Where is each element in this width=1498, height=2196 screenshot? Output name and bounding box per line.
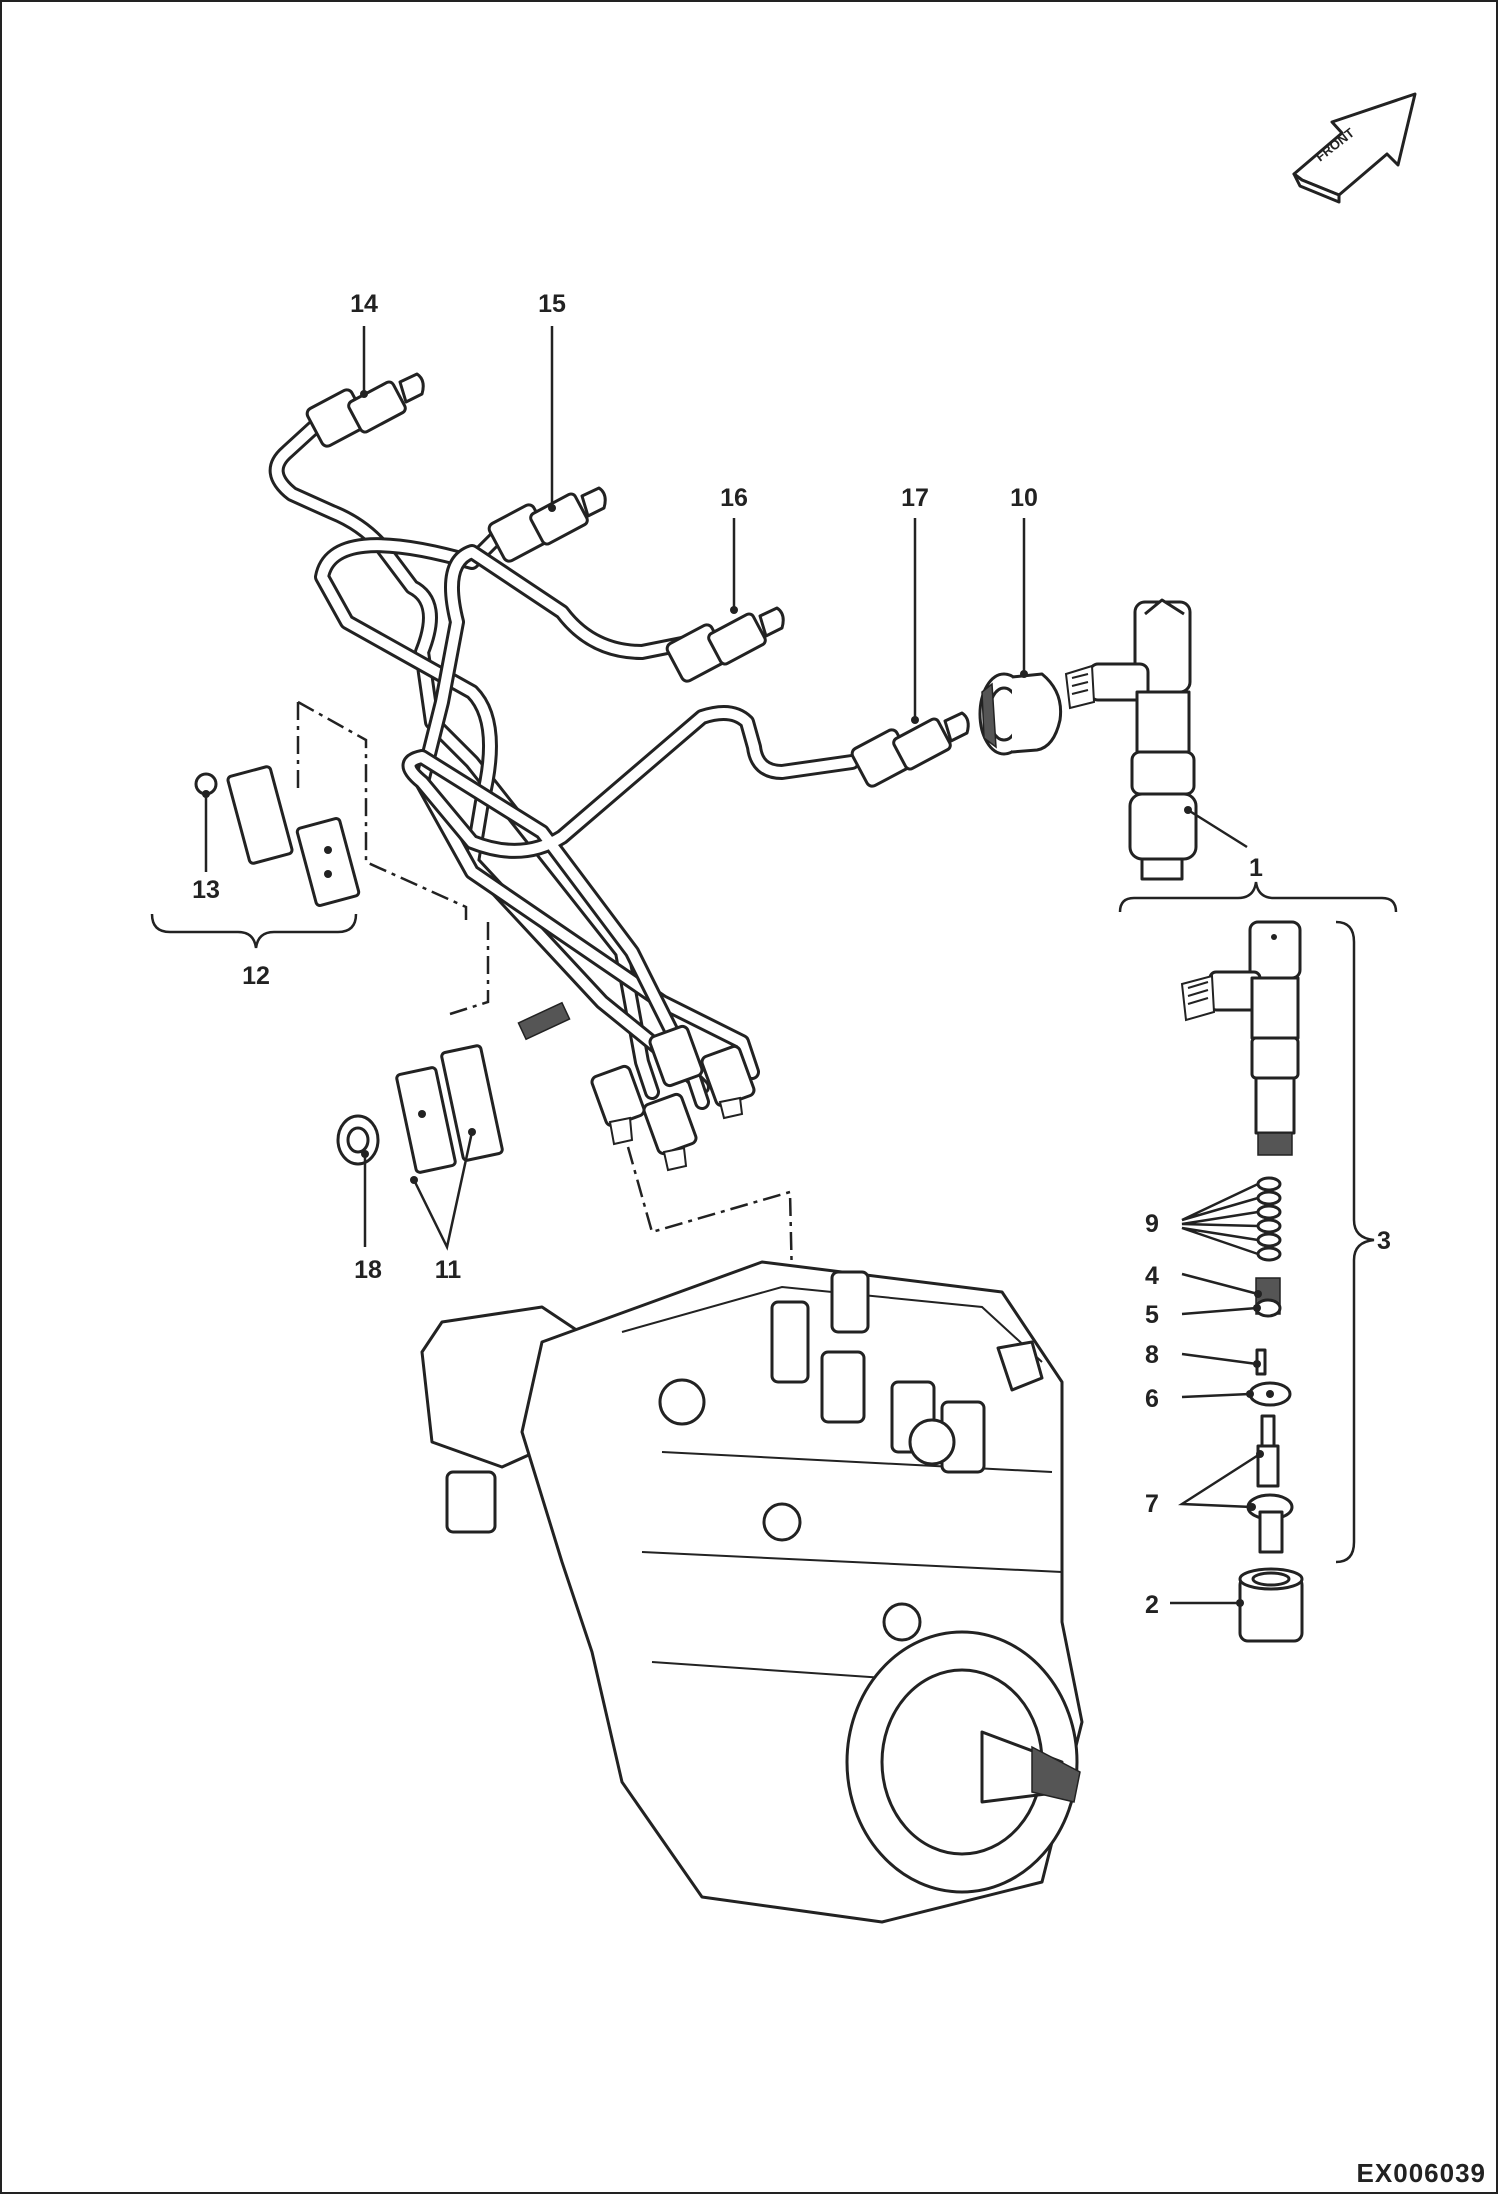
distance-piece-6 [1248, 1381, 1292, 1407]
injection-pump [420, 1260, 1084, 1924]
clamp-assembly-12 [194, 765, 361, 907]
pipe-nut-16 [665, 606, 785, 683]
nozzle-seal-10 [978, 672, 1063, 756]
injection-pipes [268, 372, 970, 1172]
callout-6: 6 [1145, 1385, 1159, 1413]
callout-17: 17 [901, 484, 929, 512]
callout-2: 2 [1145, 1591, 1159, 1619]
assembly-guide-lines [296, 700, 794, 1283]
pipe-nut-17 [850, 711, 970, 788]
callout-13: 13 [192, 876, 220, 904]
drawing-id: EX006039 [1357, 2158, 1486, 2188]
callout-10: 10 [1010, 484, 1038, 512]
injector-nozzle-1 [1064, 598, 1198, 881]
braces [150, 881, 1398, 1564]
pipe-nut-14 [305, 372, 425, 448]
leader-lines [202, 326, 1264, 1607]
front-direction-arrow-icon: FRONT [1292, 92, 1417, 204]
shims-9 [1256, 1176, 1282, 1262]
callout-9: 9 [1145, 1210, 1159, 1238]
callout-1: 1 [1249, 854, 1263, 882]
callout-5: 5 [1145, 1301, 1159, 1329]
callout-8: 8 [1145, 1341, 1159, 1369]
injector-body-3 [1180, 920, 1302, 1156]
callouts: 14 15 16 17 10 1 13 12 18 11 3 9 4 5 8 6… [192, 290, 1391, 1619]
callout-4: 4 [1145, 1262, 1159, 1290]
pipe-nut-15 [487, 486, 607, 563]
callout-12: 12 [242, 962, 270, 990]
callout-15: 15 [538, 290, 566, 318]
nut-18 [336, 1114, 380, 1166]
nozzle-7 [1246, 1414, 1294, 1554]
nozzle-nut-2 [1238, 1567, 1304, 1643]
callout-3: 3 [1377, 1227, 1391, 1255]
clamp-11 [395, 1001, 571, 1174]
callout-18: 18 [354, 1256, 382, 1284]
callout-11: 11 [435, 1256, 462, 1284]
callout-7: 7 [1145, 1490, 1159, 1518]
pump-side-nuts [590, 1024, 756, 1172]
callout-14: 14 [350, 290, 378, 318]
callout-16: 16 [720, 484, 748, 512]
